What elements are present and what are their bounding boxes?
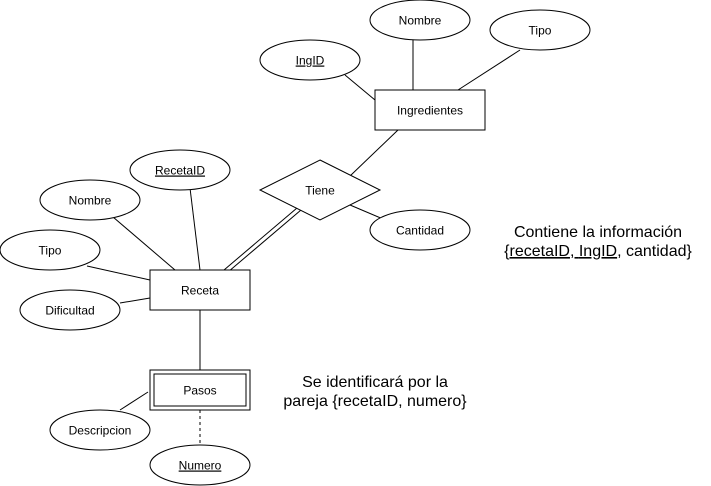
attr-pasos-descripcion-label: Descripcion bbox=[69, 424, 132, 438]
entity-ingredientes[interactable]: Ingredientes bbox=[374, 89, 486, 131]
entity-receta-label: Receta bbox=[181, 284, 219, 298]
relationship-tiene[interactable]: Tiene bbox=[258, 159, 382, 221]
attr-receta-id[interactable]: RecetaID bbox=[129, 149, 231, 191]
line-tiene-cantidad bbox=[349, 204, 384, 220]
line-receta-tiene-double-b bbox=[227, 209, 302, 273]
attr-ing-nombre[interactable]: Nombre bbox=[369, 0, 471, 41]
line-ingid-ingredientes bbox=[344, 74, 376, 101]
entity-pasos-weak[interactable]: Pasos bbox=[149, 369, 251, 411]
attr-receta-tipo[interactable]: Tipo bbox=[0, 229, 101, 271]
line-ingredientes-tiene bbox=[349, 129, 399, 177]
attr-ing-nombre-label: Nombre bbox=[399, 14, 442, 28]
line-dificultad-receta bbox=[119, 297, 151, 304]
entity-ingredientes-label: Ingredientes bbox=[397, 104, 463, 118]
attr-receta-dificultad[interactable]: Dificultad bbox=[19, 289, 121, 331]
attr-receta-nombre[interactable]: Nombre bbox=[39, 179, 141, 221]
line-pasos-descripcion bbox=[119, 391, 149, 411]
attr-ing-tipo[interactable]: Tipo bbox=[489, 9, 591, 51]
attr-ing-id[interactable]: IngID bbox=[259, 39, 361, 81]
relationship-tiene-label: Tiene bbox=[305, 184, 335, 198]
attr-ing-id-label: IngID bbox=[296, 54, 325, 68]
attr-pasos-numero-label: Numero bbox=[179, 459, 222, 473]
note-contiene-sep: , bbox=[570, 243, 579, 260]
line-receta-tiene-double-a bbox=[223, 207, 298, 271]
attr-ing-tipo-label: Tipo bbox=[529, 24, 552, 38]
note-contiene-rest: , cantidad} bbox=[617, 243, 692, 260]
note-identifica: Se identificará por la pareja {recetaID,… bbox=[283, 374, 467, 410]
note-contiene-line2: {recetaID, IngID, cantidad} bbox=[504, 243, 692, 260]
connectors bbox=[86, 40, 521, 446]
note-contiene-brace: { bbox=[504, 243, 510, 260]
entity-receta[interactable]: Receta bbox=[149, 269, 251, 311]
attr-pasos-numero[interactable]: Numero bbox=[149, 444, 251, 486]
attr-receta-nombre-label: Nombre bbox=[69, 194, 112, 208]
line-recetaid-receta bbox=[189, 187, 201, 271]
attr-receta-id-label: RecetaID bbox=[155, 164, 205, 178]
note-identifica-line1: Se identificará por la bbox=[302, 374, 448, 391]
attr-receta-dificultad-label: Dificultad bbox=[45, 304, 94, 318]
line-tipo-receta bbox=[86, 265, 151, 281]
line-tipo-ingredientes bbox=[457, 49, 521, 91]
line-nombre-receta bbox=[112, 216, 176, 271]
note-contiene-ingid: IngID bbox=[579, 243, 617, 260]
note-identifica-line2: pareja {recetaID, numero} bbox=[283, 393, 467, 410]
note-contiene-recetaid: recetaID bbox=[510, 243, 570, 260]
attr-cantidad-label: Cantidad bbox=[396, 224, 444, 238]
attr-receta-tipo-label: Tipo bbox=[39, 244, 62, 258]
entity-pasos-label: Pasos bbox=[183, 384, 216, 398]
attr-cantidad[interactable]: Cantidad bbox=[369, 209, 471, 251]
attr-pasos-descripcion[interactable]: Descripcion bbox=[49, 409, 151, 451]
note-contiene: Contiene la información {recetaID, IngID… bbox=[504, 224, 692, 260]
note-contiene-line1: Contiene la información bbox=[514, 224, 682, 241]
